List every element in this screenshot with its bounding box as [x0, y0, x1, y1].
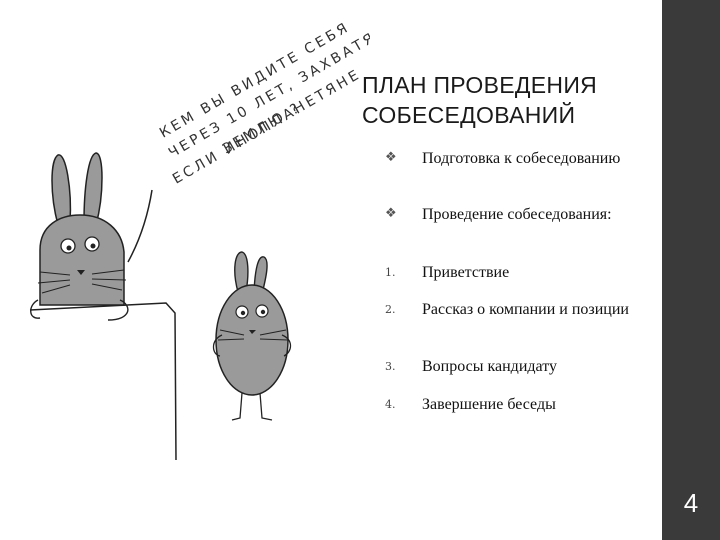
agenda-item-text: Приветствие [422, 264, 510, 281]
agenda-item-text: Завершение беседы [422, 396, 556, 413]
list-number: 2. [385, 303, 396, 316]
list-number: 1. [385, 266, 396, 279]
diamond-bullet-icon: ❖ [385, 150, 397, 165]
slide-title-line-2: СОБЕСЕДОВАНИЙ [362, 102, 576, 128]
slide-title-line-1: ПЛАН ПРОВЕДЕНИЯ [362, 72, 598, 98]
speech-pointer [127, 189, 153, 263]
diamond-bullet-icon: ❖ [385, 206, 397, 221]
page-number: 4 [683, 488, 699, 518]
speech-line-2: ЧЕРЕЗ 10 ЛЕТ, ЗАХВАТЯ [166, 29, 370, 161]
side-bar [662, 0, 720, 540]
agenda-item-text: Подготовка к собеседованию [422, 150, 621, 167]
agenda-item-text: Вопросы кандидату [422, 358, 557, 375]
table-outline [29, 302, 177, 460]
list-number: 4. [385, 398, 396, 411]
slide-title: ПЛАН ПРОВЕДЕНИЯ СОБЕСЕДОВАНИЙ [362, 70, 652, 130]
agenda-item-text: Проведение собеседования: [422, 206, 612, 223]
small-rabbit [212, 251, 292, 421]
agenda-item-text: Рассказ о компании и позиции [422, 301, 629, 318]
rabbits-illustration: КЕМ ВЫ ВИДИТЕ СЕБЯ ЧЕРЕЗ 10 ЛЕТ, ЗАХВАТЯ… [29, 19, 370, 460]
list-number: 3. [385, 360, 396, 373]
speech-line-4: ЕСЛИ ИНОПЛАНЕТЯНЕ [170, 66, 364, 187]
big-rabbit [30, 152, 129, 321]
